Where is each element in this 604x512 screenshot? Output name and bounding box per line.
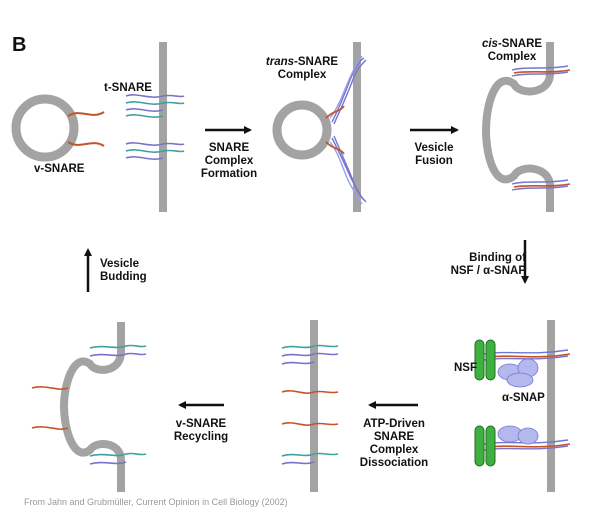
t-snare-free [281, 361, 315, 365]
v-snare-upper [67, 111, 105, 117]
step-line: Budding [100, 271, 147, 283]
alpha-snap-lower [497, 425, 539, 445]
v-snare-recycled [31, 426, 69, 430]
binding-label: Binding of NSF / α-SNAP [436, 252, 526, 278]
vesicle [11, 94, 79, 162]
alpha-snap-upper [497, 358, 539, 388]
step-line: Formation [200, 168, 258, 180]
complex-formation-label: SNARE Complex Formation [196, 142, 262, 181]
t-snare-recycled [89, 352, 147, 357]
step-line: SNARE [208, 142, 250, 154]
figure-caption: From Jahn and Grubmüller, Current Opinio… [24, 497, 288, 507]
trans-prefix: trans [265, 56, 295, 68]
t-snare-label: t-SNARE [104, 82, 152, 94]
t-snare-free [281, 461, 315, 465]
budding-membrane [59, 322, 125, 492]
vesicle-fusion-label: Vesicle Fusion [404, 142, 464, 168]
t-snare-recycled [89, 452, 147, 457]
step-line: Complex [204, 155, 254, 167]
step-line: SNARE [373, 431, 415, 443]
v-snare-free [281, 422, 339, 426]
step-line: Complex [369, 444, 419, 456]
fused-membrane [481, 42, 554, 212]
cis-line2: Complex [487, 51, 537, 63]
step-line: Recycling [173, 431, 229, 443]
cis-complex-lower [511, 179, 571, 191]
vesicle-docked [272, 100, 332, 160]
complex-bundle-upper [483, 349, 571, 361]
dissociation-label: ATP-Driven SNARE Complex Dissociation [352, 418, 436, 470]
trans-complex-lower [325, 135, 367, 205]
step-line: Vesicle [100, 258, 140, 270]
step-line: Fusion [415, 155, 453, 167]
alpha-snap-label: α-SNAP [502, 392, 545, 404]
t-snare-upper [125, 94, 185, 118]
cis-suffix: -SNARE [497, 38, 543, 50]
stage-dissociated [281, 320, 339, 492]
step-line: Dissociation [359, 457, 429, 469]
step-line: NSF / α-SNAP [450, 265, 526, 277]
nsf-hexamer-upper [474, 339, 496, 381]
v-snare-lower [67, 141, 105, 147]
t-snare-free [281, 352, 339, 357]
t-snare-free [281, 452, 339, 457]
step-line: ATP-Driven [363, 418, 425, 430]
cis-prefix: cis [481, 38, 498, 50]
stage-budding [31, 322, 147, 492]
step-line: v-SNARE [175, 418, 227, 430]
t-snare-recycled [89, 461, 127, 465]
stage-nsf-bound [474, 320, 571, 492]
stage-cis-complex [481, 42, 571, 212]
t-snare-recycled [89, 344, 147, 349]
nsf-hexamer-lower [474, 425, 496, 467]
recycling-label: v-SNARE Recycling [168, 418, 234, 444]
panel-letter: B [12, 34, 27, 56]
t-snare-free [281, 344, 339, 349]
budding-label: Vesicle Budding [100, 258, 147, 284]
stage-vesicle-docking [11, 42, 185, 212]
v-snare-recycled [31, 386, 69, 390]
cis-complex-upper [511, 65, 571, 77]
nsf-label: NSF [454, 362, 477, 374]
trans-line2: Complex [277, 69, 327, 81]
v-snare-free [281, 390, 339, 394]
v-snare-label: v-SNARE [34, 163, 85, 175]
step-line: Binding of [469, 252, 526, 264]
trans-complex-upper [325, 55, 367, 125]
step-line: Vesicle [414, 142, 454, 154]
t-snare-lower [125, 142, 185, 160]
trans-suffix: -SNARE [294, 56, 339, 68]
stage-trans-complex [272, 42, 367, 212]
